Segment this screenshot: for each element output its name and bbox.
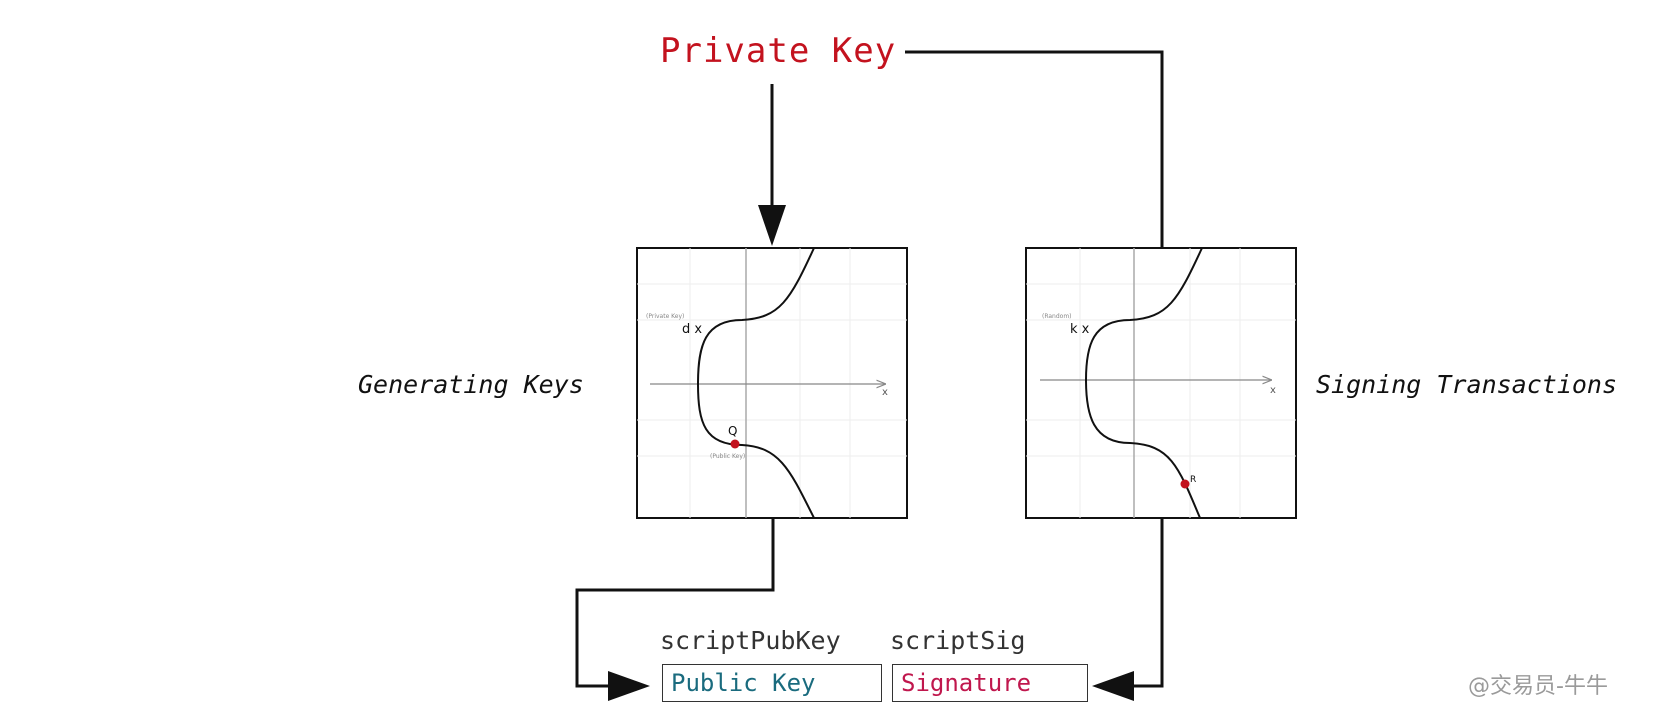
right-point-label: R <box>1190 475 1196 485</box>
public-key-box: Public Key <box>662 664 882 702</box>
left-point-q <box>730 439 740 449</box>
line-right-panel-to-signature <box>1130 518 1164 688</box>
left-point-sublabel: (Public Key) <box>710 453 745 460</box>
arrowhead-privkey-down <box>758 205 786 246</box>
left-elliptic-curve <box>696 247 815 519</box>
right-small-label: (Random) <box>1042 313 1072 320</box>
right-axis-x-label: x <box>1270 385 1276 396</box>
left-axis-x-label: x <box>882 387 888 398</box>
line-left-panel-to-public-key <box>575 518 775 688</box>
left-var-label: d x <box>682 322 702 337</box>
signature-box: Signature <box>892 664 1088 702</box>
line-privkey-to-right-panel <box>905 50 1164 247</box>
right-var-label: k x <box>1070 322 1090 337</box>
left-curve-panel <box>636 247 908 519</box>
left-point-label: Q <box>728 424 737 438</box>
private-key-label: Private Key <box>660 31 897 71</box>
signing-transactions-caption: Signing Transactions <box>1316 370 1618 399</box>
arrowhead-to-public-key <box>608 671 650 701</box>
right-elliptic-curve <box>1084 247 1203 519</box>
script-sig-label: scriptSig <box>890 626 1026 655</box>
right-point-r <box>1180 479 1190 489</box>
arrowhead-to-signature <box>1092 671 1134 701</box>
right-curve-panel <box>1025 247 1297 519</box>
generating-keys-caption: Generating Keys <box>358 370 584 399</box>
watermark-text: @交易员-牛牛 <box>1468 674 1608 699</box>
script-pubkey-label: scriptPubKey <box>660 626 841 655</box>
left-small-label: (Private Key) <box>646 313 684 320</box>
